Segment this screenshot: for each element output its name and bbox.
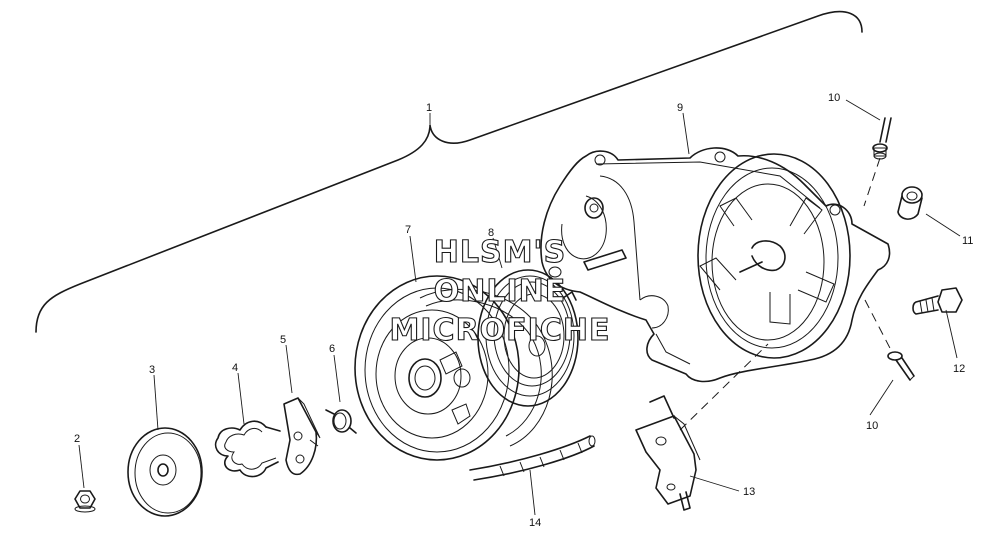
part-12-bolt (912, 287, 963, 315)
callout-14: 14 (529, 517, 541, 529)
part-10-rivet-lower (887, 351, 915, 381)
assembly-axes (679, 157, 893, 431)
leader-lines (78, 99, 961, 516)
callout-7: 7 (405, 224, 411, 236)
part-4-spring (214, 420, 281, 478)
callout-2: 2 (74, 433, 80, 445)
part-13-bracket (635, 395, 701, 511)
callout-1: 1 (426, 102, 432, 114)
callout-4: 4 (232, 362, 238, 374)
assembly-brace (35, 10, 863, 333)
callout-6: 6 (329, 343, 335, 355)
watermark: HLSM'S ONLINE MICROFICHE (389, 234, 611, 348)
part-7-pulley (354, 275, 553, 461)
callout-10-lower: 10 (866, 420, 878, 432)
part-9-housing (540, 147, 891, 383)
part-5-pawl (283, 397, 321, 476)
callout-3: 3 (149, 364, 155, 376)
callout-13: 13 (743, 486, 755, 498)
callout-12: 12 (953, 363, 965, 375)
callout-5: 5 (280, 334, 286, 346)
callout-9: 9 (677, 102, 683, 114)
callout-labels: 1 2 3 4 5 6 7 8 9 10 11 12 10 13 14 (74, 92, 973, 529)
part-2-nut (74, 490, 96, 513)
part-14-rope (469, 435, 596, 481)
part-3-washer (127, 427, 203, 517)
watermark-line-2: ONLINE (434, 274, 567, 309)
watermark-line-1: HLSM'S (434, 235, 566, 270)
callout-10-upper: 10 (828, 92, 840, 104)
part-11-bushing (897, 186, 923, 220)
part-10-rivet-upper (872, 117, 892, 160)
part-8-recoil-spring (477, 269, 579, 407)
watermark-line-3: MICROFICHE (390, 313, 611, 348)
callout-8: 8 (488, 227, 494, 239)
callout-11: 11 (962, 235, 973, 247)
part-6-spring (325, 409, 357, 434)
